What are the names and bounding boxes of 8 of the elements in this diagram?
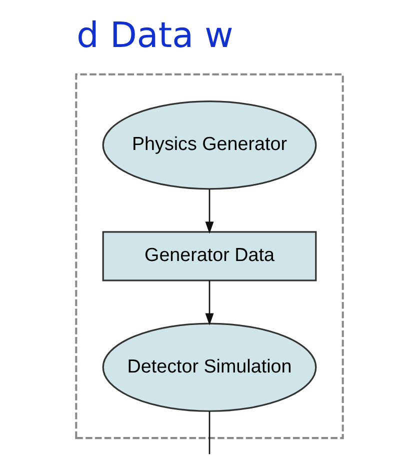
node-ellipse: Detector Simulation xyxy=(102,322,317,412)
diagram-title: d Data w xyxy=(76,16,234,56)
connector xyxy=(208,411,210,454)
arrow xyxy=(205,189,214,234)
arrow xyxy=(205,280,214,326)
cluster xyxy=(75,73,344,440)
node-ellipse: Physics Generator xyxy=(102,100,317,190)
node-box: Generator Data xyxy=(102,231,317,282)
